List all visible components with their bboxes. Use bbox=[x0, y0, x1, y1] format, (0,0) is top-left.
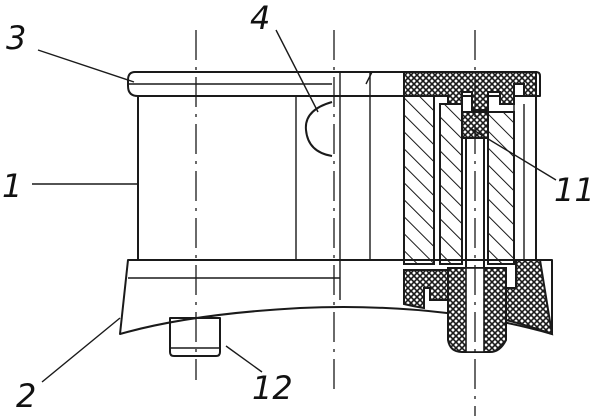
pin bbox=[169, 317, 221, 357]
section-line-c bbox=[365, 71, 373, 85]
callout-11: 11 bbox=[554, 171, 595, 209]
callout-2: 2 bbox=[16, 377, 37, 415]
callout-12: 12 bbox=[252, 369, 293, 407]
callout-4: 4 bbox=[250, 0, 271, 37]
leader-3 bbox=[37, 49, 135, 83]
callout-3: 3 bbox=[6, 19, 27, 57]
leader-2 bbox=[41, 317, 121, 383]
base-insert-right bbox=[505, 259, 554, 336]
leader-12 bbox=[225, 345, 263, 373]
hatched-wall-left bbox=[403, 95, 435, 265]
leader-11 bbox=[469, 127, 557, 181]
base-insert bbox=[403, 269, 451, 310]
hatched-wall-right bbox=[487, 111, 515, 265]
callout-1: 1 bbox=[2, 167, 23, 205]
hatched-wall-mid bbox=[439, 103, 463, 265]
stem-core bbox=[465, 137, 485, 269]
leader-4 bbox=[275, 29, 319, 113]
ball bbox=[304, 101, 333, 157]
cap bbox=[127, 71, 541, 97]
